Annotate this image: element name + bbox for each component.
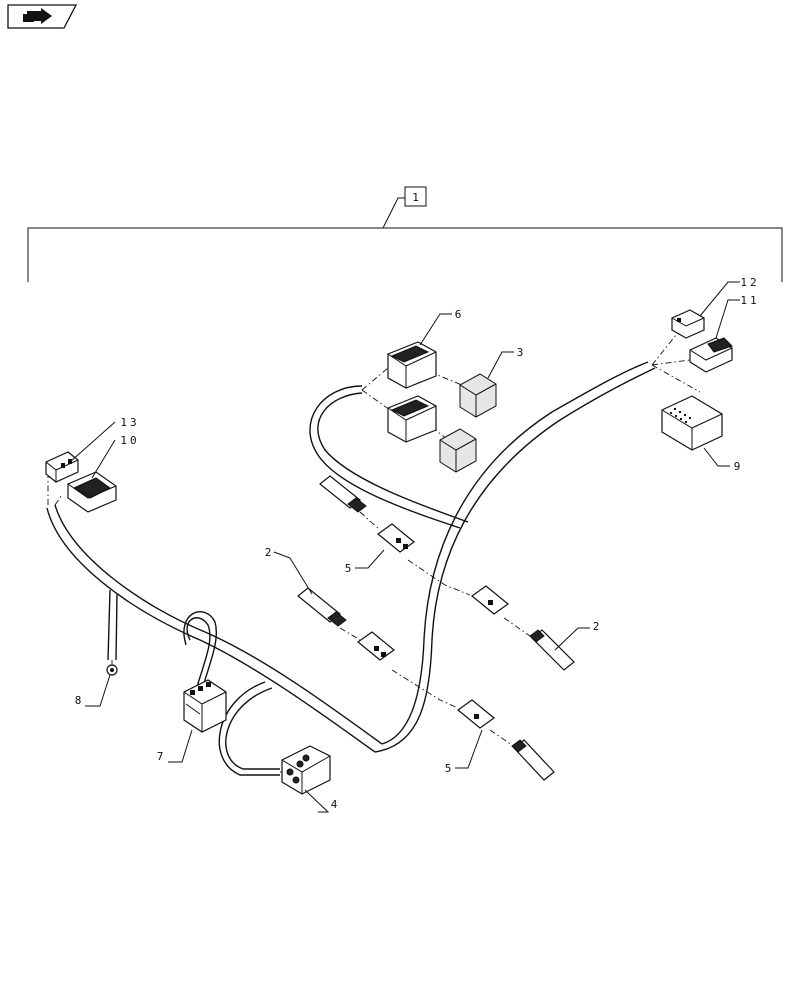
connector-2-lower-left: [297, 587, 347, 627]
ring-terminal-8: [106, 664, 118, 676]
callout-11: 11: [740, 294, 759, 307]
callout-3: 3: [517, 346, 524, 359]
callout-6: 6: [455, 308, 462, 321]
connector-4: [281, 745, 331, 795]
next-page-arrow-icon[interactable]: [7, 4, 78, 29]
connector-7: [183, 679, 227, 733]
connector-5-lower: [357, 631, 395, 661]
callout-5a: 5: [345, 562, 352, 575]
callout-12: 12: [740, 276, 759, 289]
callout-10: 10: [120, 434, 139, 447]
connector-5-upper-right: [471, 585, 509, 615]
callout-leaders: [69, 281, 740, 813]
connector-2-lower-right: [511, 739, 555, 781]
connector-2-upper-left: [319, 475, 367, 513]
harness-main-wires: [46, 361, 656, 776]
relay-3-upper: [459, 373, 497, 418]
relay-3-lower: [439, 428, 477, 473]
connector-5-lower-right: [457, 699, 495, 729]
connector-11: [689, 337, 733, 373]
callout-13: 13: [120, 416, 139, 429]
connector-2-upper-right: [529, 629, 575, 671]
assembly-bracket: [27, 197, 783, 282]
connector-10: [67, 471, 117, 513]
callout-4: 4: [331, 798, 338, 811]
connector-13: [45, 451, 79, 483]
callout-8: 8: [75, 694, 82, 707]
callout-7: 7: [157, 750, 164, 763]
connector-5-upper: [377, 523, 415, 553]
relay-socket-6-lower: [387, 395, 437, 443]
callout-2b: 2: [593, 620, 600, 633]
relay-socket-6-upper: [387, 341, 437, 389]
callout-5b: 5: [445, 762, 452, 775]
connector-12: [671, 309, 705, 339]
connector-9: [661, 395, 723, 451]
callout-2a: 2: [265, 546, 272, 559]
callout-1: 1: [412, 191, 419, 204]
callout-9: 9: [734, 460, 741, 473]
dashed-connection-leaders: [47, 334, 701, 773]
callout-labels: 1 2 2 3 4 5 5 6 7 8 9 10 11 12 13: [75, 186, 759, 811]
callout-1-box: [404, 186, 427, 207]
